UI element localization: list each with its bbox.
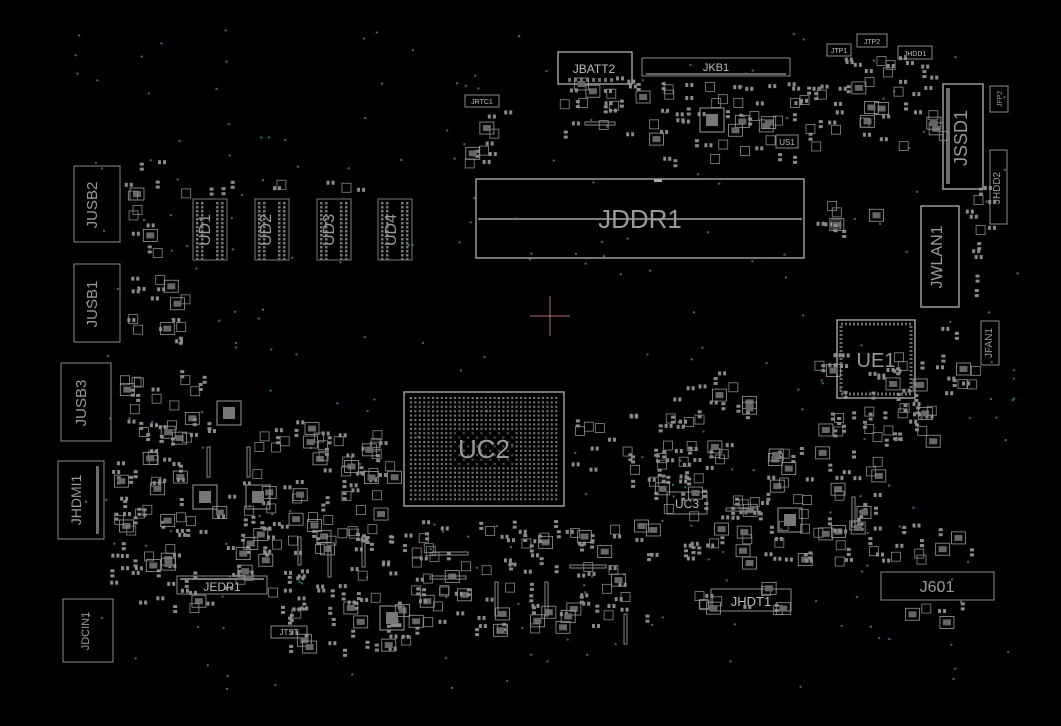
label-uc3: UC3 (675, 497, 699, 511)
label-j601: J601 (920, 579, 955, 596)
component-jdcin1[interactable]: JDCIN1 (62, 598, 114, 663)
component-jtp2[interactable]: JTP2 (856, 33, 888, 48)
component-jkb1[interactable]: JKB1 (641, 57, 791, 77)
component-jwlan1[interactable]: JWLAN1 (920, 205, 960, 308)
component-jhdmi1[interactable]: JHDMI1 (57, 460, 105, 540)
label-jtp1: JTP1 (831, 48, 847, 55)
component-ud4[interactable]: UD4 (383, 214, 400, 246)
component-ue1[interactable]: UE1 (836, 319, 916, 399)
via-field (74, 29, 1019, 691)
component-ud2[interactable]: UD2 (258, 214, 275, 246)
label-jbatt2: JBATT2 (573, 62, 616, 76)
label-jdcin1: JDCIN1 (80, 612, 92, 651)
component-jusb1[interactable]: JUSB1 (73, 263, 121, 343)
label-ue1: UE1 (857, 350, 896, 372)
label-jedp1: JEDP1 (203, 580, 241, 594)
component-jusb2[interactable]: JUSB2 (73, 165, 121, 243)
component-jhdt1[interactable]: JHDT1 (710, 588, 792, 612)
label-jddr1: JDDR1 (598, 204, 682, 234)
uc2-ball-grid (410, 397, 558, 501)
label-jhdd1: JHDD1 (904, 51, 927, 58)
label-jfan1: JFAN1 (984, 328, 995, 358)
label-jtp2: JTP2 (864, 39, 880, 46)
memory-chips (192, 198, 413, 261)
component-jedp1[interactable]: JEDP1 (176, 575, 268, 595)
component-jrtc1[interactable]: JRTC1 (464, 94, 500, 108)
component-ud3[interactable]: UD3 (321, 214, 338, 246)
component-jbatt2[interactable]: JBATT2 (557, 51, 633, 85)
label-uc2: UC2 (458, 434, 510, 464)
component-jddr1[interactable]: JDDR1 (475, 178, 805, 259)
component-jtst[interactable]: JTST (270, 625, 308, 639)
component-us1[interactable]: US1 (775, 134, 799, 149)
component-jhdd2[interactable]: JHDD2 (989, 149, 1008, 225)
label-jusb1: JUSB1 (84, 281, 101, 328)
small-components (110, 56, 997, 657)
label-ud4: UD4 (383, 214, 400, 246)
label-ud2: UD2 (258, 214, 275, 246)
component-jssd1[interactable]: JSSD1 (942, 83, 984, 190)
label-jwlan1: JWLAN1 (929, 225, 946, 288)
component-jtp1[interactable]: JTP1 (826, 43, 852, 57)
label-us1: US1 (779, 138, 795, 147)
component-ud1[interactable]: UD1 (197, 214, 214, 246)
component-uc2[interactable]: UC2 (403, 391, 565, 507)
label-jusb2: JUSB2 (84, 182, 101, 229)
label-jhdt1: JHDT1 (731, 594, 771, 609)
component-jfan1[interactable]: JFAN1 (980, 320, 1000, 366)
component-jfp2[interactable]: JFP2 (989, 85, 1009, 113)
label-jtst: JTST (279, 628, 298, 637)
label-jhdmi1: JHDMI1 (68, 475, 84, 526)
label-jssd1: JSSD1 (951, 110, 971, 166)
label-jrtc1: JRTC1 (471, 99, 493, 106)
label-ud3: UD3 (321, 214, 338, 246)
label-jkb1: JKB1 (703, 62, 729, 74)
component-jusb3[interactable]: JUSB3 (60, 362, 112, 442)
component-jhdd1[interactable]: JHDD1 (897, 45, 933, 60)
label-jusb3: JUSB3 (73, 380, 90, 427)
label-jfp2: JFP2 (997, 91, 1004, 107)
label-jhdd2: JHDD2 (992, 171, 1003, 204)
label-ud1: UD1 (197, 214, 214, 246)
crosshair-cursor-icon (530, 296, 570, 336)
component-j601[interactable]: J601 (880, 571, 995, 601)
